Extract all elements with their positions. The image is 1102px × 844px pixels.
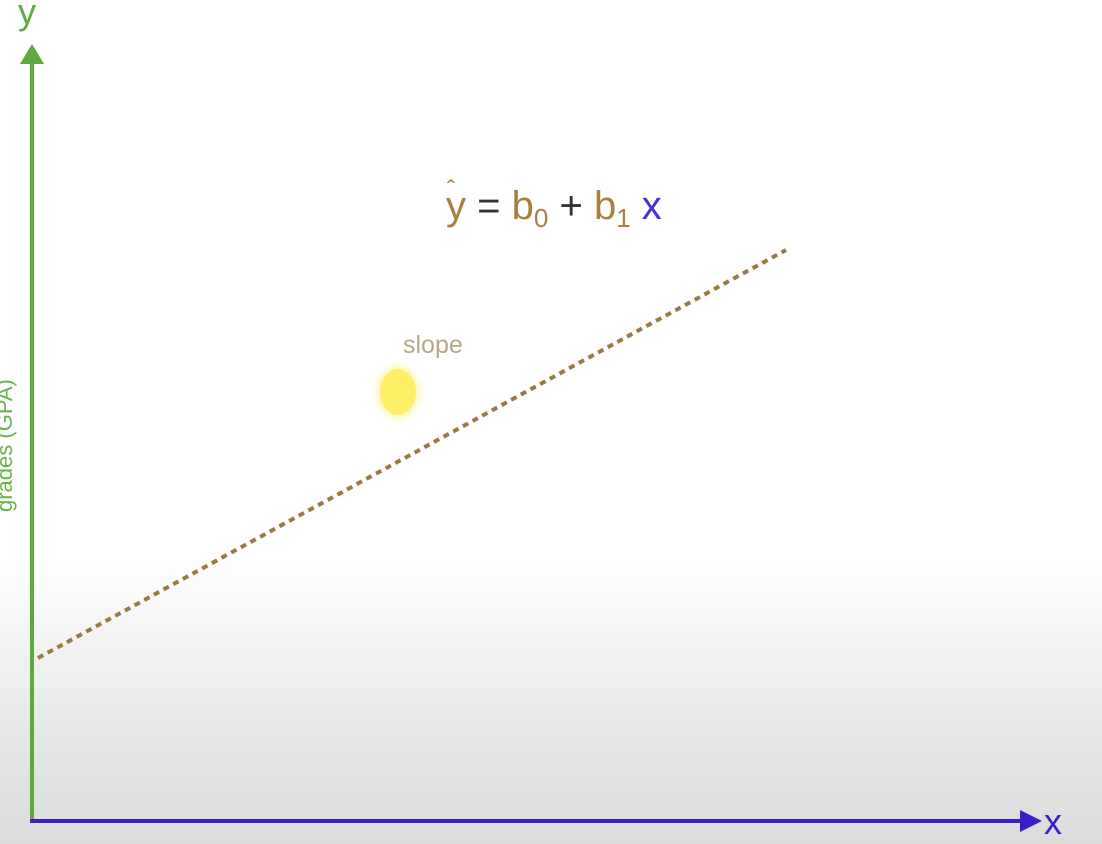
equation-b1-base: b <box>593 184 617 228</box>
slope-label: slope <box>403 331 463 359</box>
y-axis-letter: y <box>18 0 36 32</box>
y-axis-title: grades (GPA) <box>0 379 17 512</box>
regression-line <box>37 248 787 660</box>
x-axis-arrowhead <box>1020 810 1042 832</box>
equation-b0: b0 <box>511 184 549 231</box>
hat-accent: ˆ <box>447 176 455 203</box>
equation-b1: b1 <box>593 184 631 231</box>
equation-plus: + <box>559 184 583 228</box>
equation-equals: = <box>477 184 501 228</box>
equation-b0-base: b <box>511 184 534 228</box>
equation-x: x <box>641 184 662 228</box>
regression-equation: y = b0 + b1 x <box>446 186 662 231</box>
equation-b0-sub: 0 <box>533 203 549 233</box>
equation-yhat: y <box>446 184 466 228</box>
equation-b1-sub: 1 <box>616 203 631 233</box>
x-axis-letter: x <box>1044 801 1062 842</box>
pointer-highlight <box>380 369 416 415</box>
y-axis-arrowhead <box>20 44 44 64</box>
